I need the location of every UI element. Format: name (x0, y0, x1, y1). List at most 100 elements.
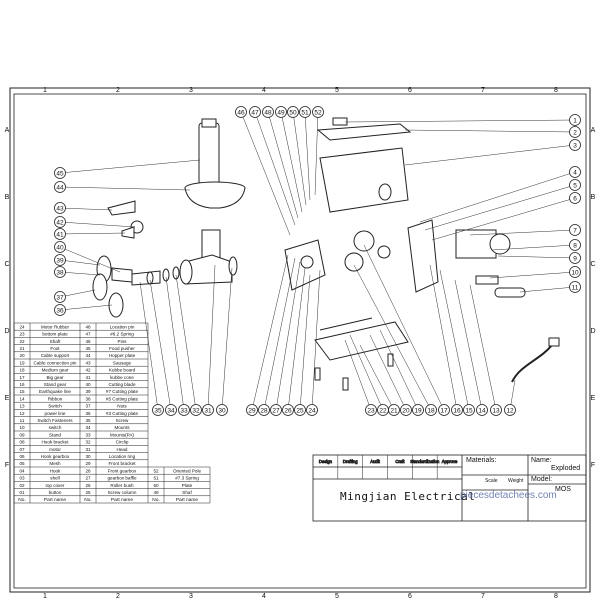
leader-line (59, 304, 113, 311)
callout-circle (54, 266, 66, 278)
callout-circle (152, 404, 164, 416)
leader-line (311, 269, 321, 411)
table-header: Part name (111, 497, 133, 503)
title-block-model-label: Model: (531, 476, 553, 483)
callout-circle (165, 404, 177, 416)
foot-2 (342, 377, 349, 391)
leader-line (280, 111, 303, 213)
frame-row-label: D (590, 328, 595, 335)
callout-circle (54, 167, 66, 179)
table-cell-no: 36 (85, 411, 91, 416)
leader-line (175, 274, 197, 411)
callout-number: 34 (167, 407, 175, 414)
table-cell-part: Food pusher (109, 346, 135, 351)
leader-line (469, 284, 497, 411)
frame-col-label: 1 (43, 87, 47, 94)
table-cell-no: 20 (19, 353, 25, 358)
table-cell-part: Foot (50, 346, 60, 351)
leader-line (275, 261, 301, 411)
callout-number: 29 (248, 407, 256, 414)
cutting-plate-5 (92, 273, 108, 301)
leader-line (207, 264, 216, 411)
callout-circle (235, 106, 247, 118)
table-cell-no: 42 (85, 368, 91, 373)
callout-circle (287, 106, 299, 118)
callout-number: 38 (56, 269, 64, 276)
top-cover (316, 123, 412, 141)
callout-circle (412, 404, 424, 416)
callout-number: 8 (573, 242, 577, 249)
table-cell-no: 12 (19, 411, 25, 416)
table-cell-no: 10 (19, 425, 25, 430)
leader-line (299, 274, 311, 411)
leader-line (431, 197, 576, 241)
leader-line (59, 246, 121, 273)
frame-row-label: F (591, 462, 595, 469)
leader-line (59, 159, 201, 174)
table-cell-no: 18 (19, 368, 25, 373)
frame-row-label: C (590, 261, 595, 268)
callout-number: 35 (154, 407, 162, 414)
mount-ring-2 (162, 268, 170, 282)
table-cell-no: 44 (85, 353, 91, 358)
table-cell-no: 43 (85, 360, 91, 365)
frame-col-label: 7 (481, 593, 485, 600)
table-cell-part: kubbe cone (110, 375, 134, 380)
frame-col-label: 5 (335, 87, 339, 94)
worm-shaft (131, 270, 161, 286)
outer-frame (9, 87, 591, 593)
title-block-model-value: MOS (555, 486, 571, 493)
power-line (511, 344, 553, 383)
frame-col-label: 6 (408, 87, 412, 94)
power-plug (548, 337, 560, 347)
frame-col-label: 4 (262, 593, 266, 600)
table-cell-no: 28 (85, 468, 91, 473)
table-cell-no: 37 (85, 404, 91, 409)
leader-line (429, 264, 458, 411)
callout-circle (438, 404, 450, 416)
callout-number: 4 (573, 169, 577, 176)
sausage-tube (107, 200, 136, 216)
callout-number: 14 (478, 407, 486, 414)
callout-circle (270, 404, 282, 416)
callout-number: 10 (571, 269, 579, 276)
callout-number: 27 (272, 407, 280, 414)
callout-number: 7 (573, 227, 577, 234)
title-block-sign-label: Design (319, 459, 333, 464)
switch-fastener (494, 287, 526, 298)
callout-circle (54, 254, 66, 266)
leader-line (491, 244, 576, 251)
callout-number: 52 (314, 109, 322, 116)
table-cell-part: Cutting blade (108, 382, 136, 387)
callout-circle (569, 239, 581, 251)
leader-line (379, 329, 419, 411)
callout-number: 44 (56, 184, 64, 191)
callout-number: 43 (56, 205, 64, 212)
table-header: Part name (44, 497, 66, 503)
callout-circle (216, 404, 228, 416)
frame-row-label: B (591, 194, 596, 201)
frame-row-label: D (4, 328, 9, 335)
table-cell-no: 45 (85, 346, 91, 351)
table-cell-part: Motor Rubber (41, 324, 70, 329)
frame-row-label: B (5, 194, 10, 201)
table-cell-part: Big gear (46, 375, 64, 380)
table-cell-part: motor (49, 447, 61, 452)
switch (475, 275, 499, 285)
callout-circle (490, 404, 502, 416)
table-cell-part: Head (117, 447, 128, 452)
table-cell-no: 50 (153, 483, 159, 488)
callout-circle (400, 404, 412, 416)
kubbe-cone (121, 226, 135, 239)
title-block-sign-label: Audit (370, 459, 380, 464)
table-cell-part: Plate (182, 483, 193, 488)
frame-col-label: 3 (189, 593, 193, 600)
table-cell-part: Switch (48, 404, 62, 409)
food-pusher-cap (201, 118, 217, 128)
callout-number: 51 (301, 109, 309, 116)
callout-number: 3 (573, 142, 577, 149)
leader-line (287, 267, 306, 411)
table-cell-no: 15 (19, 389, 25, 394)
table-cell-no: 04 (19, 468, 25, 473)
